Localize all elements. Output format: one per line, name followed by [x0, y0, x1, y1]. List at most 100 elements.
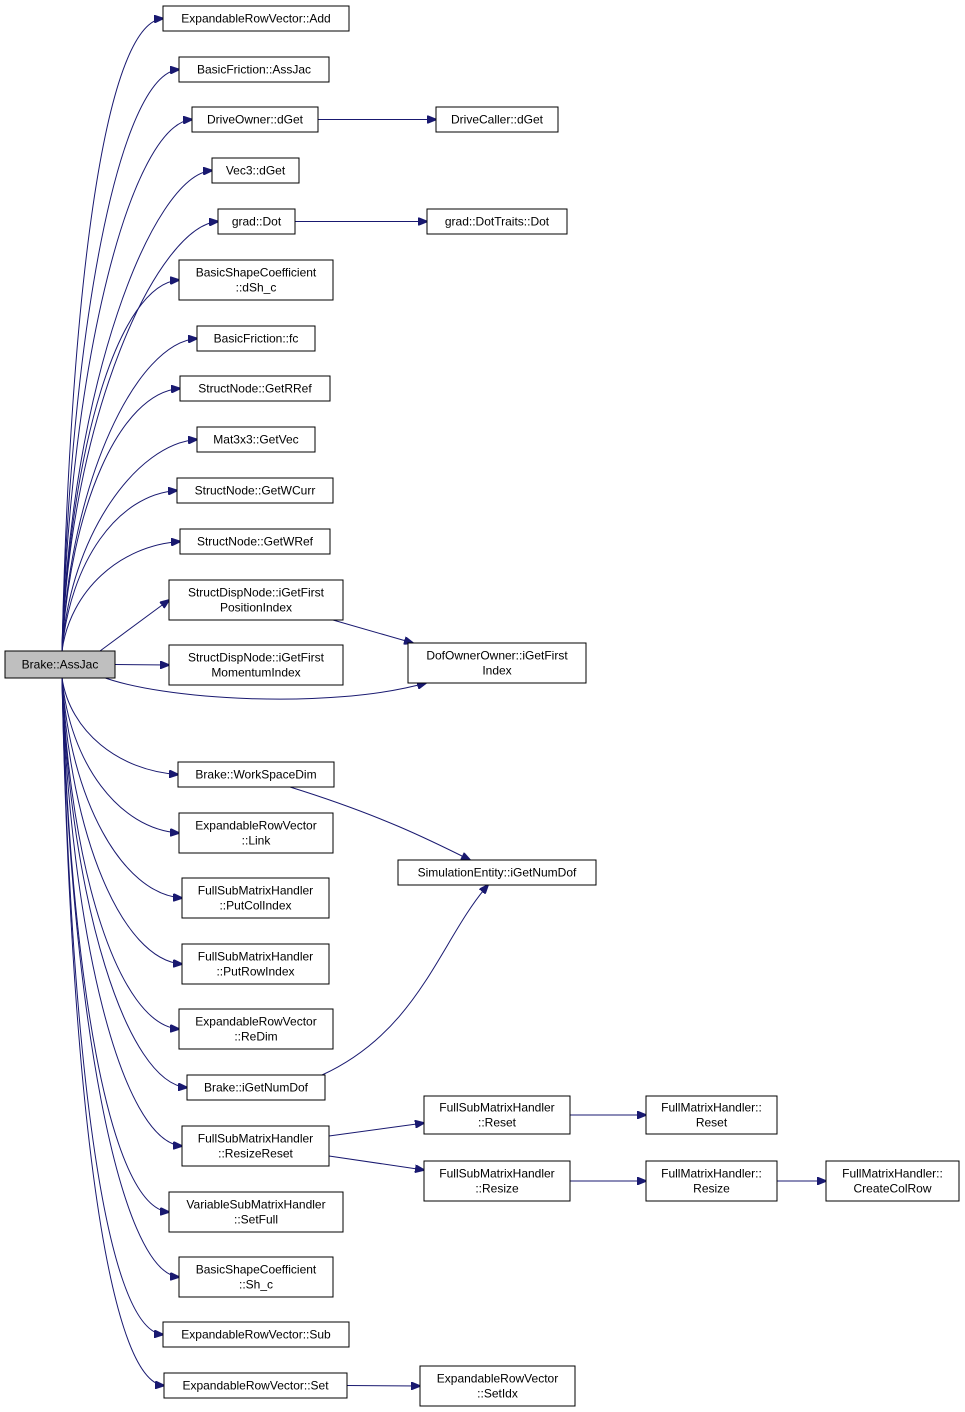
edge-fsmh-resizereset-to-fsmh-reset [328, 1123, 424, 1137]
node-label: ::Sh_c [239, 1278, 273, 1292]
node-mat-getvec[interactable]: Mat3x3::GetVec [196, 426, 316, 453]
edge-root-to-mat-getvec [61, 440, 197, 652]
node-box [435, 106, 559, 133]
node-grad-dot[interactable]: grad::Dot [217, 208, 296, 235]
node-box [176, 477, 334, 504]
edge-root-to-wsdim [61, 677, 178, 775]
node-label: ExpandableRowVector::Sub [181, 1328, 331, 1342]
node-wsdim[interactable]: Brake::WorkSpaceDim [177, 761, 335, 788]
edge-fsmh-resizereset-to-fsmh-resize [328, 1155, 424, 1170]
node-sn-getwref[interactable]: StructNode::GetWRef [179, 528, 331, 555]
edge-root-to-bf-assjac [61, 70, 179, 652]
node-box [211, 157, 300, 184]
node-box [162, 1321, 350, 1348]
node-label: StructDispNode::iGetFirst [188, 651, 325, 665]
node-label: grad::Dot [232, 215, 282, 229]
node-sn-getrref[interactable]: StructNode::GetRRef [179, 375, 331, 402]
node-box [178, 56, 330, 83]
node-box [179, 375, 331, 402]
node-label: DriveCaller::dGet [451, 113, 544, 127]
node-dc-dget[interactable]: DriveCaller::dGet [435, 106, 559, 133]
node-erv-set[interactable]: ExpandableRowVector::Set [163, 1372, 348, 1399]
node-label: ::PutRowIndex [216, 965, 294, 979]
node-fsmh-putrow[interactable]: FullSubMatrixHandler::PutRowIndex [181, 943, 330, 985]
node-fsmh-resize[interactable]: FullSubMatrixHandler::Resize [423, 1160, 571, 1202]
node-box [191, 106, 319, 133]
edge-root-to-erv-sub [61, 677, 163, 1335]
edge-root-to-bsc-dsh [61, 280, 179, 652]
edge-root-to-erv-redim [61, 677, 179, 1029]
node-fmh-reset[interactable]: FullMatrixHandler::Reset [645, 1095, 778, 1135]
node-label: FullMatrixHandler:: [842, 1167, 943, 1181]
node-root[interactable]: Brake::AssJac [4, 650, 116, 679]
edge-root-to-fsmh-putcol [61, 677, 182, 898]
node-add[interactable]: ExpandableRowVector::Add [162, 5, 350, 32]
node-erv-sub[interactable]: ExpandableRowVector::Sub [162, 1321, 350, 1348]
edge-line [328, 1123, 424, 1137]
edge-sdn-pos-to-doo-first [332, 619, 413, 643]
node-label: CreateColRow [853, 1182, 931, 1196]
edge-line [114, 665, 169, 666]
node-vsmh-setfull[interactable]: VariableSubMatrixHandler::SetFull [168, 1191, 344, 1233]
node-erv-link[interactable]: ExpandableRowVector::Link [178, 812, 334, 854]
edge-line [61, 19, 163, 652]
node-bsc-sh[interactable]: BasicShapeCoefficient::Sh_c [178, 1256, 334, 1298]
edge-root-to-sdn-pos [99, 600, 169, 652]
node-dottraits-dot[interactable]: grad::DotTraits::Dot [426, 208, 568, 235]
edge-line [332, 619, 413, 643]
edge-root-to-brake-numdof [61, 677, 187, 1088]
node-box [178, 1256, 334, 1298]
edge-root-to-grad-dot [61, 222, 218, 652]
node-do-dget[interactable]: DriveOwner::dGet [191, 106, 319, 133]
edge-root-to-vec3-dget [61, 171, 212, 652]
node-box [423, 1160, 571, 1202]
node-vec3-dget[interactable]: Vec3::dGet [211, 157, 300, 184]
edge-line [61, 677, 163, 1335]
edge-line [61, 542, 180, 652]
node-label: ::Reset [478, 1116, 517, 1130]
node-label: FullSubMatrixHandler [198, 884, 313, 898]
node-se-numdof[interactable]: SimulationEntity::iGetNumDof [397, 859, 597, 886]
node-label: DriveOwner::dGet [207, 113, 304, 127]
node-fsmh-putcol[interactable]: FullSubMatrixHandler::PutColIndex [181, 877, 330, 919]
node-erv-setidx[interactable]: ExpandableRowVector::SetIdx [419, 1365, 576, 1407]
edge-line [61, 677, 169, 1212]
node-label: FullMatrixHandler:: [661, 1101, 762, 1115]
node-label: ::Link [242, 834, 272, 848]
node-box [178, 259, 334, 301]
edge-line [61, 222, 218, 652]
node-label: ::SetIdx [477, 1387, 518, 1401]
node-fmh-createcolrow[interactable]: FullMatrixHandler::CreateColRow [825, 1160, 960, 1202]
node-box [168, 644, 344, 686]
node-brake-numdof[interactable]: Brake::iGetNumDof [186, 1074, 326, 1101]
node-bsc-dsh[interactable]: BasicShapeCoefficient::dSh_c [178, 259, 334, 301]
node-sn-getwcurr[interactable]: StructNode::GetWCurr [176, 477, 334, 504]
node-label: BasicShapeCoefficient [196, 266, 317, 280]
node-box [419, 1365, 576, 1407]
node-fsmh-reset[interactable]: FullSubMatrixHandler::Reset [423, 1095, 571, 1135]
node-label: MomentumIndex [211, 666, 300, 680]
node-fmh-resize[interactable]: FullMatrixHandler::Resize [645, 1160, 778, 1202]
edge-line [61, 677, 179, 833]
node-label: Vec3::dGet [226, 164, 286, 178]
node-box [163, 1372, 348, 1399]
nodes-layer: Brake::AssJac ExpandableRowVector::AddBas… [4, 5, 960, 1407]
node-bf-assjac[interactable]: BasicFriction::AssJac [178, 56, 330, 83]
node-label: Brake::iGetNumDof [204, 1081, 309, 1095]
node-bf-fc[interactable]: BasicFriction::fc [196, 325, 316, 352]
node-fsmh-resizereset[interactable]: FullSubMatrixHandler::ResizeReset [181, 1125, 330, 1167]
node-erv-redim[interactable]: ExpandableRowVector::ReDim [178, 1008, 334, 1050]
node-label: FullSubMatrixHandler [439, 1101, 554, 1115]
edge-root-to-add [61, 19, 163, 652]
node-box [168, 579, 344, 621]
node-label: PositionIndex [220, 601, 292, 615]
node-label: ExpandableRowVector [195, 1015, 316, 1029]
edge-root-to-bf-fc [61, 339, 197, 652]
edge-root-to-bsc-sh [61, 677, 179, 1277]
node-label: ::ResizeReset [218, 1147, 293, 1161]
edge-line [346, 1386, 420, 1387]
